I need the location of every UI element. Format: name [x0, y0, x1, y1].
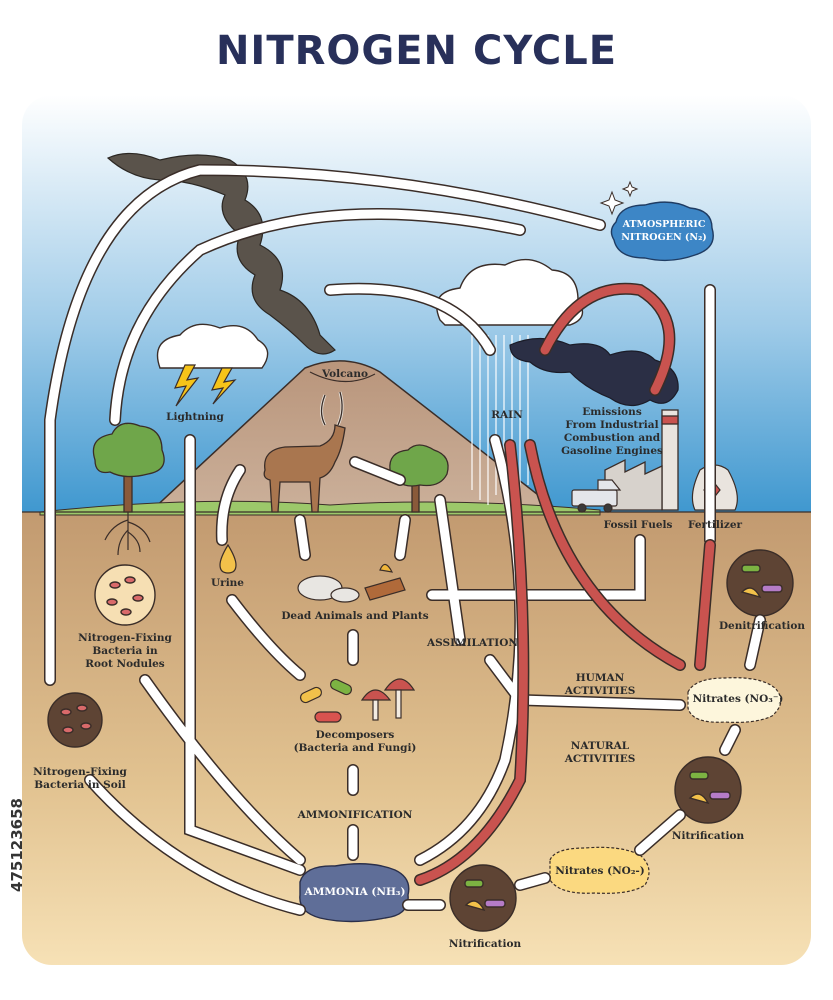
dead-animals-label: Dead Animals and Plants: [281, 610, 429, 622]
ammonia-bubble: [299, 863, 410, 923]
atmospheric-nitrogen-bubble: [610, 201, 714, 262]
left-tree: [92, 422, 165, 513]
volcano-smoke: [106, 152, 336, 355]
emission-smoke: [509, 337, 679, 407]
truck: [571, 479, 622, 513]
right-tree: [389, 444, 449, 513]
denitrification-label: Denitrification: [718, 620, 806, 632]
fossil-fuels-label: Fossil Fuels: [603, 519, 673, 531]
decomposers-label: Decomposers(Bacteria and Fungi): [293, 729, 417, 754]
root-nodule-bacteria: [94, 564, 156, 626]
factory: [604, 409, 679, 511]
dead-animals-and-plants: [297, 563, 406, 603]
lightning-label: Lightning: [166, 411, 224, 423]
volcano: [148, 360, 563, 513]
ammonification-label: AMMONIFICATION: [297, 809, 413, 821]
fertilizer-label: Fertilizer: [687, 519, 743, 531]
cycle-arrows-red: [414, 282, 716, 886]
lightning-cloud: [156, 323, 269, 369]
urine-label: Urine: [211, 577, 244, 589]
denitrification-bacteria: [726, 549, 794, 617]
roots: [104, 512, 151, 556]
sparkle-icons: [599, 180, 639, 216]
ammonia-label: AMMONIA (NH₃): [304, 886, 406, 898]
nitrification-bacteria-right: [674, 756, 742, 824]
cycle-arrows-white: [44, 163, 766, 916]
nitrification-bacteria-bottom: [449, 864, 517, 932]
page-title: NITROGEN CYCLE: [215, 28, 618, 74]
lightning-bolts: [174, 364, 237, 407]
urine-drop: [219, 543, 237, 574]
assimilation-label: ASSIMILATION: [427, 637, 518, 649]
deer: [263, 391, 346, 513]
nitrification-right-label: Nitrification: [671, 830, 745, 842]
soil-bacteria: [47, 692, 103, 748]
decomposers: [299, 678, 416, 723]
rain-label: RAIN: [491, 409, 523, 421]
nitrites-label: Nitrates (NO₂-): [555, 865, 645, 877]
nitrites-bubble: [549, 846, 650, 894]
nitrification-bottom-label: Nitrification: [448, 938, 522, 950]
nitrates-label: Nitrates (NO₃⁻): [692, 693, 784, 705]
volcano-label: Volcano: [321, 368, 368, 380]
watermark-id: 475123658: [8, 798, 26, 892]
nitrates-bubble: [687, 677, 782, 723]
